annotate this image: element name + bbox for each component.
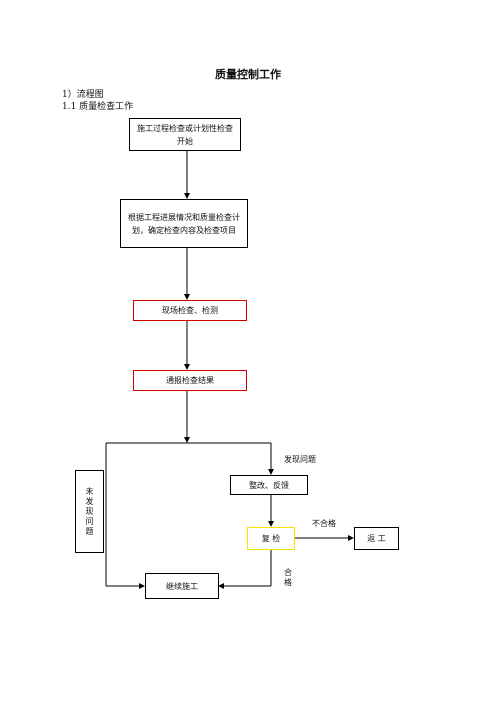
step-start: 施工过程检查或计划性检查开始 bbox=[129, 118, 241, 151]
doc-title: 质量控制工作 bbox=[215, 68, 281, 81]
section-heading: 1）流程图 bbox=[62, 90, 104, 100]
no-issue-label: 未发现问题 bbox=[85, 486, 94, 536]
found-issue-label: 发现问题 bbox=[284, 455, 316, 464]
step-plan: 根据工程进展情况和质量检查计划，确定检查内容及检查项目 bbox=[120, 199, 248, 248]
pass-label: 合格 bbox=[284, 568, 292, 587]
step-rectify: 整改、反馈 bbox=[230, 475, 308, 495]
no-issue-box: 未发现问题 bbox=[75, 470, 104, 553]
subsection-heading: 1.1 质量检查工作 bbox=[62, 102, 134, 112]
step-report: 通报检查结果 bbox=[133, 370, 247, 391]
fail-label: 不合格 bbox=[312, 519, 336, 528]
step-rework: 返 工 bbox=[354, 527, 399, 550]
step-continue: 继续施工 bbox=[145, 573, 219, 599]
step-recheck: 复 检 bbox=[247, 527, 295, 550]
step-inspect: 现场检查、检测 bbox=[133, 300, 247, 321]
